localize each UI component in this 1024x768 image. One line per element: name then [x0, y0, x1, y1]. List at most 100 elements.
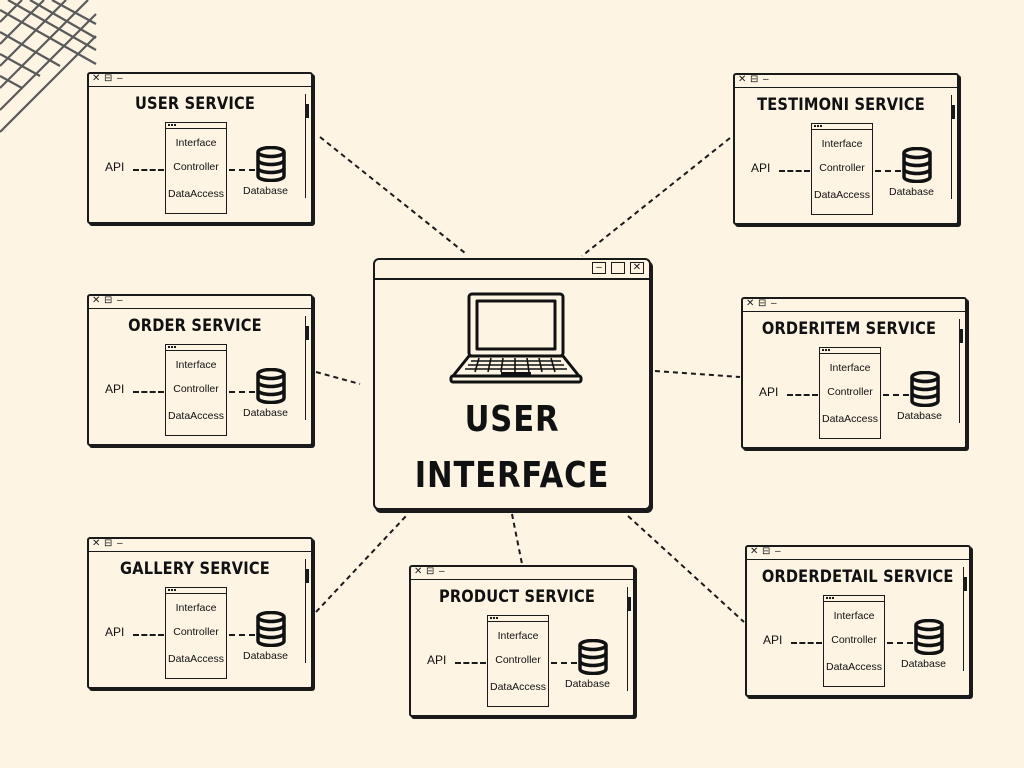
- user-service-window: ✕ ⊟ – USER SERVICE API Interface Control…: [87, 72, 313, 224]
- stack-title-bar: [824, 596, 884, 602]
- api-connector: [791, 642, 822, 644]
- database-icon: [256, 368, 286, 404]
- layer-controller: Controller: [173, 626, 219, 638]
- layer-stack: Interface Controller DataAccess: [819, 347, 881, 439]
- connector-product: [511, 513, 523, 565]
- layer-data-access: DataAccess: [825, 661, 883, 673]
- layer-controller: Controller: [819, 162, 865, 174]
- api-connector: [787, 394, 818, 396]
- minimize-icon: –: [592, 262, 606, 274]
- api-connector: [779, 170, 810, 172]
- scrollbar: [305, 559, 310, 663]
- minimize-icon: –: [439, 566, 445, 577]
- layer-controller: Controller: [831, 634, 877, 646]
- service-title: PRODUCT SERVICE: [438, 587, 596, 607]
- minimize-icon: –: [117, 295, 123, 306]
- layer-interface: Interface: [497, 630, 539, 642]
- service-title-bar: ✕ ⊟ –: [735, 74, 957, 88]
- stack-title-bar: [166, 123, 226, 129]
- database-connector: [551, 662, 577, 664]
- database-label: Database: [243, 185, 288, 197]
- stack-title-bar: [812, 124, 872, 130]
- database-connector: [875, 170, 901, 172]
- layer-controller: Controller: [173, 161, 219, 173]
- database-connector: [883, 394, 909, 396]
- layer-data-access: DataAccess: [821, 413, 879, 425]
- layer-controller: Controller: [827, 386, 873, 398]
- close-icon: ✕: [746, 298, 755, 309]
- service-title-bar: ✕ ⊟ –: [89, 538, 311, 552]
- service-title-bar: ✕ ⊟ –: [747, 546, 969, 560]
- minimize-icon: –: [775, 546, 781, 557]
- layer-interface: Interface: [829, 362, 871, 374]
- minimize-icon: –: [771, 298, 777, 309]
- close-icon: ✕: [750, 546, 759, 557]
- product-service-window: ✕ ⊟ – PRODUCT SERVICE API Interface Cont…: [409, 565, 635, 717]
- layer-interface: Interface: [833, 610, 875, 622]
- title-line-2: INTERFACE: [414, 455, 610, 496]
- service-title-bar: ✕ ⊟ –: [89, 73, 311, 87]
- api-connector: [133, 391, 164, 393]
- database-connector: [229, 169, 255, 171]
- orderdetail-service-window: ✕ ⊟ – ORDERDETAIL SERVICE API Interface …: [745, 545, 971, 697]
- gallery-service-window: ✕ ⊟ – GALLERY SERVICE API Interface Cont…: [87, 537, 313, 689]
- maximize-icon: [611, 262, 625, 274]
- title-line-1: USER: [464, 399, 560, 440]
- center-title-bar: – ✕: [375, 260, 649, 280]
- service-title-bar: ✕ ⊟ –: [411, 566, 633, 580]
- database-icon: [910, 371, 940, 407]
- scrollbar: [627, 587, 632, 691]
- service-title: GALLERY SERVICE: [120, 559, 270, 579]
- window-icon: ⊟: [104, 73, 113, 84]
- database-connector: [229, 634, 255, 636]
- close-icon: ✕: [92, 73, 101, 84]
- close-icon: ✕: [630, 262, 644, 274]
- layer-stack: Interface Controller DataAccess: [823, 595, 885, 687]
- stack-title-bar: [166, 588, 226, 594]
- service-title: ORDERDETAIL SERVICE: [761, 567, 954, 587]
- database-icon: [902, 147, 932, 183]
- window-icon: ⊟: [750, 74, 759, 85]
- window-icon: ⊟: [426, 566, 435, 577]
- scrollbar: [959, 319, 964, 423]
- database-label: Database: [901, 658, 946, 670]
- user-interface-window: – ✕ USER INTERFACE: [373, 258, 651, 510]
- layer-data-access: DataAccess: [167, 410, 225, 422]
- layer-stack: Interface Controller DataAccess: [165, 122, 227, 214]
- api-connector: [133, 634, 164, 636]
- database-connector: [229, 391, 255, 393]
- window-icon: ⊟: [762, 546, 771, 557]
- layer-interface: Interface: [175, 602, 217, 614]
- close-icon: ✕: [92, 538, 101, 549]
- stack-title-bar: [820, 348, 880, 354]
- api-label: API: [751, 161, 771, 175]
- connector-user: [319, 136, 466, 254]
- stack-title-bar: [488, 616, 548, 622]
- close-icon: ✕: [92, 295, 101, 306]
- api-label: API: [763, 633, 783, 647]
- service-title: ORDER SERVICE: [128, 316, 262, 336]
- database-label: Database: [897, 410, 942, 422]
- connector-testimoni: [581, 137, 731, 257]
- minimize-icon: –: [117, 73, 123, 84]
- layer-stack: Interface Controller DataAccess: [811, 123, 873, 215]
- database-label: Database: [889, 186, 934, 198]
- layer-data-access: DataAccess: [167, 188, 225, 200]
- database-label: Database: [243, 650, 288, 662]
- service-title: TESTIMONI SERVICE: [757, 95, 925, 115]
- layer-data-access: DataAccess: [813, 189, 871, 201]
- layer-interface: Interface: [821, 138, 863, 150]
- minimize-icon: –: [763, 74, 769, 85]
- close-icon: ✕: [414, 566, 423, 577]
- layer-interface: Interface: [175, 137, 217, 149]
- api-label: API: [427, 653, 447, 667]
- scrollbar: [963, 567, 968, 671]
- service-title-bar: ✕ ⊟ –: [743, 298, 965, 312]
- database-icon: [914, 619, 944, 655]
- layer-data-access: DataAccess: [167, 653, 225, 665]
- scrollbar: [305, 316, 310, 420]
- scrollbar: [951, 95, 956, 199]
- database-icon: [256, 611, 286, 647]
- close-icon: ✕: [738, 74, 747, 85]
